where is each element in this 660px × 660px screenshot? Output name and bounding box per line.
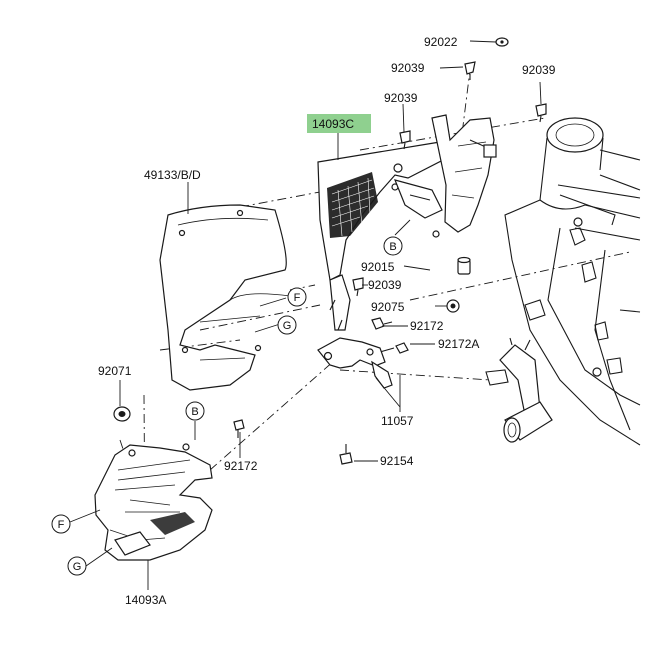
label-92039-low: 92039 xyxy=(368,278,402,292)
label-92039-right: 92039 xyxy=(522,63,556,77)
label-92015: 92015 xyxy=(361,260,395,274)
label-92172A: 92172A xyxy=(438,337,479,351)
bracket-11057 xyxy=(317,337,393,389)
inner-cover-upper xyxy=(431,114,497,233)
marker-B-lower: B xyxy=(185,401,205,421)
label-92075: 92075 xyxy=(371,300,405,314)
marker-G-upper: G xyxy=(277,315,297,335)
hardware xyxy=(113,37,547,465)
lower-cowl-14093A xyxy=(94,443,213,561)
label-92172-b: 92172 xyxy=(224,459,258,473)
label-49133: 49133/B/D xyxy=(144,168,201,182)
label-92154: 92154 xyxy=(380,454,414,468)
cowling-49133 xyxy=(159,204,291,391)
mounting-stay xyxy=(485,337,553,443)
part-labels: 92022 92039 92039 92039 14093C 49133/B/D… xyxy=(98,35,556,607)
svg-text:B: B xyxy=(389,241,396,253)
label-92022: 92022 xyxy=(424,35,458,49)
label-11057: 11057 xyxy=(381,414,414,428)
marker-G-lower: G xyxy=(67,556,87,576)
label-92071: 92071 xyxy=(98,364,132,378)
label-92039-top: 92039 xyxy=(391,61,425,75)
svg-text:G: G xyxy=(283,320,292,332)
inner-panel-14093C xyxy=(317,141,444,331)
svg-text:F: F xyxy=(294,292,301,304)
marker-B-upper: B xyxy=(383,236,403,256)
svg-text:G: G xyxy=(73,561,82,573)
svg-text:B: B xyxy=(191,406,198,418)
label-92039-mid: 92039 xyxy=(384,91,418,105)
label-92172-a: 92172 xyxy=(410,319,444,333)
marker-F-lower: F xyxy=(51,514,71,534)
label-14093A: 14093A xyxy=(125,593,166,607)
label-14093C: 14093C xyxy=(312,117,354,131)
svg-text:F: F xyxy=(58,519,65,531)
leader-lines xyxy=(69,40,542,590)
highlight-14093C xyxy=(307,114,371,133)
marker-F-upper: F xyxy=(287,287,307,307)
reference-markers: B B F G F G xyxy=(51,236,403,576)
vehicle-frame xyxy=(504,117,641,446)
